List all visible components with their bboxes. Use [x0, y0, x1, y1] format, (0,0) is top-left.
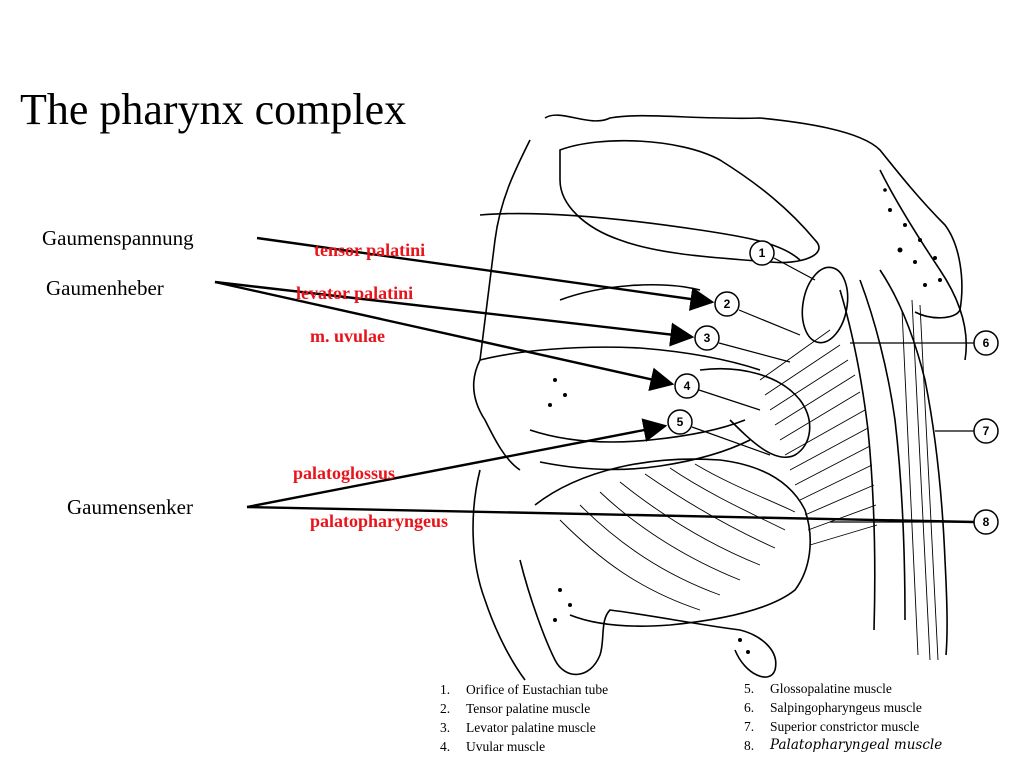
label-palatoglossus: palatoglossus [293, 463, 396, 483]
legend-item: 8.Palatopharyngeal muscle [744, 737, 943, 753]
pharynx-wall-outer [879, 269, 948, 656]
marker-label: 8 [983, 515, 990, 529]
pharynx-wall-mid [839, 289, 876, 631]
marker-leaders [691, 257, 974, 523]
legend-right: 5.Glossopalatine muscle 6.Salpingopharyn… [744, 679, 942, 755]
legend-item: 7.Superior constrictor muscle [744, 719, 920, 734]
skull-outline [544, 114, 963, 319]
legend-item: 2.Tensor palatine muscle [440, 701, 591, 716]
marker-label: 3 [704, 331, 711, 345]
label-m-uvulae: m. uvulae [310, 326, 386, 346]
label-tensor-palatini: tensor palatini [314, 240, 426, 260]
marker-label: 2 [724, 297, 731, 311]
soft-palate [699, 367, 811, 458]
teeth-lower [539, 439, 751, 471]
marker-label: 7 [983, 424, 990, 438]
nasal-septum-outline [479, 139, 531, 361]
line-palatopharyngeus [246, 505, 975, 524]
slide-title: The pharynx complex [20, 85, 407, 134]
marker-1 [749, 240, 775, 266]
arrow-tensor [256, 236, 715, 311]
marker-label: 6 [983, 336, 990, 350]
marker-label: 4 [684, 379, 691, 393]
label-gaumenheber: Gaumenheber [46, 276, 164, 300]
marker-3 [694, 325, 720, 351]
arrow-levator [214, 280, 695, 347]
palate-line [479, 346, 761, 371]
pharynx-wall-inner [859, 279, 906, 621]
markers [667, 240, 999, 535]
legend-item: 3.Levator palatine muscle [440, 720, 596, 735]
marker-label: 1 [759, 246, 766, 260]
legend-item: 1.Orifice of Eustachian tube [440, 682, 609, 697]
sinus-cavity [559, 139, 820, 264]
legend-left: 1.Orifice of Eustachian tube 2.Tensor pa… [440, 680, 608, 756]
oral-roof [559, 284, 701, 301]
arrow-palatoglossus [246, 418, 668, 509]
marker-4 [674, 373, 700, 399]
mandible [519, 559, 777, 678]
chin-outline [472, 469, 526, 681]
legend-item: 6.Salpingopharyngeus muscle [744, 700, 922, 715]
label-palatopharyngeus: palatopharyngeus [310, 511, 449, 531]
upper-lip [472, 359, 521, 471]
annotation-arrows [214, 236, 715, 509]
legend-item: 5.Glossopalatine muscle [744, 681, 892, 696]
tongue-outline [534, 458, 811, 627]
muscle-fibres [559, 299, 939, 661]
label-levator-palatini: levator palatini [296, 283, 414, 303]
legend-item: 4.Uvular muscle [440, 739, 546, 754]
cervical-spine [879, 169, 968, 361]
marker-2 [714, 291, 740, 317]
eustachian-orifice [801, 266, 849, 344]
marker-label: 5 [677, 415, 684, 429]
bone-texture [548, 188, 942, 654]
arrow-uvulae [214, 280, 675, 392]
label-gaumenspannung: Gaumenspannung [42, 226, 194, 250]
label-gaumensenker: Gaumensenker [67, 495, 193, 519]
marker-5 [667, 409, 693, 435]
